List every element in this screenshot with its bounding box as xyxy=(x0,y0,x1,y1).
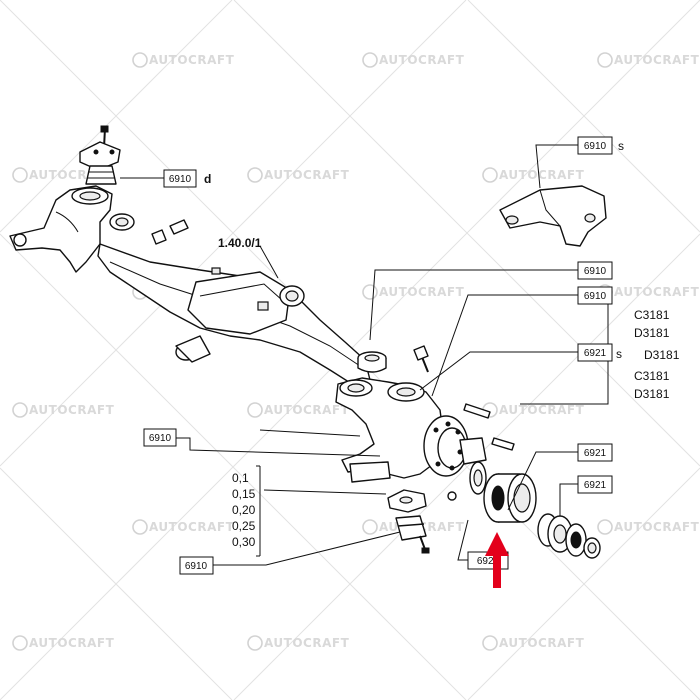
red-arrow-indicator xyxy=(485,532,509,588)
shim-size-list: 0,1 0,15 0,20 0,25 0,30 xyxy=(232,471,256,549)
label-6910-top-right: 6910 s xyxy=(577,136,624,155)
part-code: 6910 xyxy=(185,561,208,572)
label-6910-mid-1: 6910 xyxy=(577,261,613,280)
watermark-text: AUTOCRAFT xyxy=(499,168,585,182)
side-suffix: d xyxy=(204,172,211,186)
part-code: 6910 xyxy=(584,141,607,152)
part-code: 6910 xyxy=(584,291,607,302)
label-6910-left: 6910 xyxy=(143,428,177,447)
label-6910-top-left: 6910 d xyxy=(163,169,211,188)
applicability-code: D3181 xyxy=(634,387,670,401)
shim-size: 0,30 xyxy=(232,535,256,549)
watermark-text: AUTOCRAFT xyxy=(149,53,235,67)
bolts-top xyxy=(151,219,189,245)
lower-ball-joint xyxy=(387,489,430,554)
part-code: 6921 xyxy=(477,556,500,567)
watermark-text: AUTOCRAFT xyxy=(614,520,700,534)
part-code: 6910 xyxy=(169,174,192,185)
label-6921-right-1: 6921 xyxy=(577,443,613,462)
applicability-code: D3181 xyxy=(634,326,670,340)
shim-size: 0,25 xyxy=(232,519,256,533)
applicability-code: C3181 xyxy=(634,369,670,383)
part-code: 6910 xyxy=(584,266,607,277)
watermark-text: AUTOCRAFT xyxy=(29,636,115,650)
left-steering-knuckle xyxy=(9,185,135,273)
hub-bolts xyxy=(447,403,515,501)
label-6910-bottom-left: 6910 xyxy=(179,556,214,575)
label-6921-right-2: 6921 xyxy=(577,475,613,494)
watermark-text: AUTOCRAFT xyxy=(149,520,235,534)
part-code: 6910 xyxy=(149,433,172,444)
watermark-text: AUTOCRAFT xyxy=(264,168,350,182)
part-code: 6921 xyxy=(584,480,607,491)
watermark-text: AUTOCRAFT xyxy=(614,285,700,299)
applicability-code: D3181 xyxy=(644,348,680,362)
assembly-reference: 1.40.0/1 xyxy=(218,236,262,250)
watermark-text: AUTOCRAFT xyxy=(499,636,585,650)
applicability-code: C3181 xyxy=(634,308,670,322)
mounting-bracket xyxy=(499,185,607,247)
upper-ball-joint xyxy=(79,125,121,185)
shim-size: 0,1 xyxy=(232,471,249,485)
right-steering-knuckle xyxy=(335,377,487,483)
watermark-text: AUTOCRAFT xyxy=(29,403,115,417)
wheel-bearing xyxy=(469,461,537,523)
shim-size: 0,15 xyxy=(232,487,256,501)
axle-beam xyxy=(97,243,371,385)
seal-ring xyxy=(357,345,429,373)
bearing-nut-stack xyxy=(537,513,601,559)
watermark-text: AUTOCRAFT xyxy=(264,636,350,650)
label-6910-mid-2: 6910 xyxy=(577,286,613,305)
watermark-text: AUTOCRAFT xyxy=(379,285,465,299)
part-code: 6921 xyxy=(584,348,607,359)
side-suffix: s xyxy=(618,139,624,153)
applicability-list: C3181 D3181 D3181 C3181 D3181 xyxy=(634,308,680,401)
side-suffix: s xyxy=(616,347,622,361)
watermark-text: AUTOCRAFT xyxy=(614,53,700,67)
watermark-text: AUTOCRAFT xyxy=(499,403,585,417)
watermark-text: AUTOCRAFT xyxy=(264,403,350,417)
part-code: 6921 xyxy=(584,448,607,459)
watermark-text: AUTOCRAFT xyxy=(379,53,465,67)
shim-size: 0,20 xyxy=(232,503,256,517)
label-6921-mid-3: 6921 s xyxy=(577,343,622,362)
